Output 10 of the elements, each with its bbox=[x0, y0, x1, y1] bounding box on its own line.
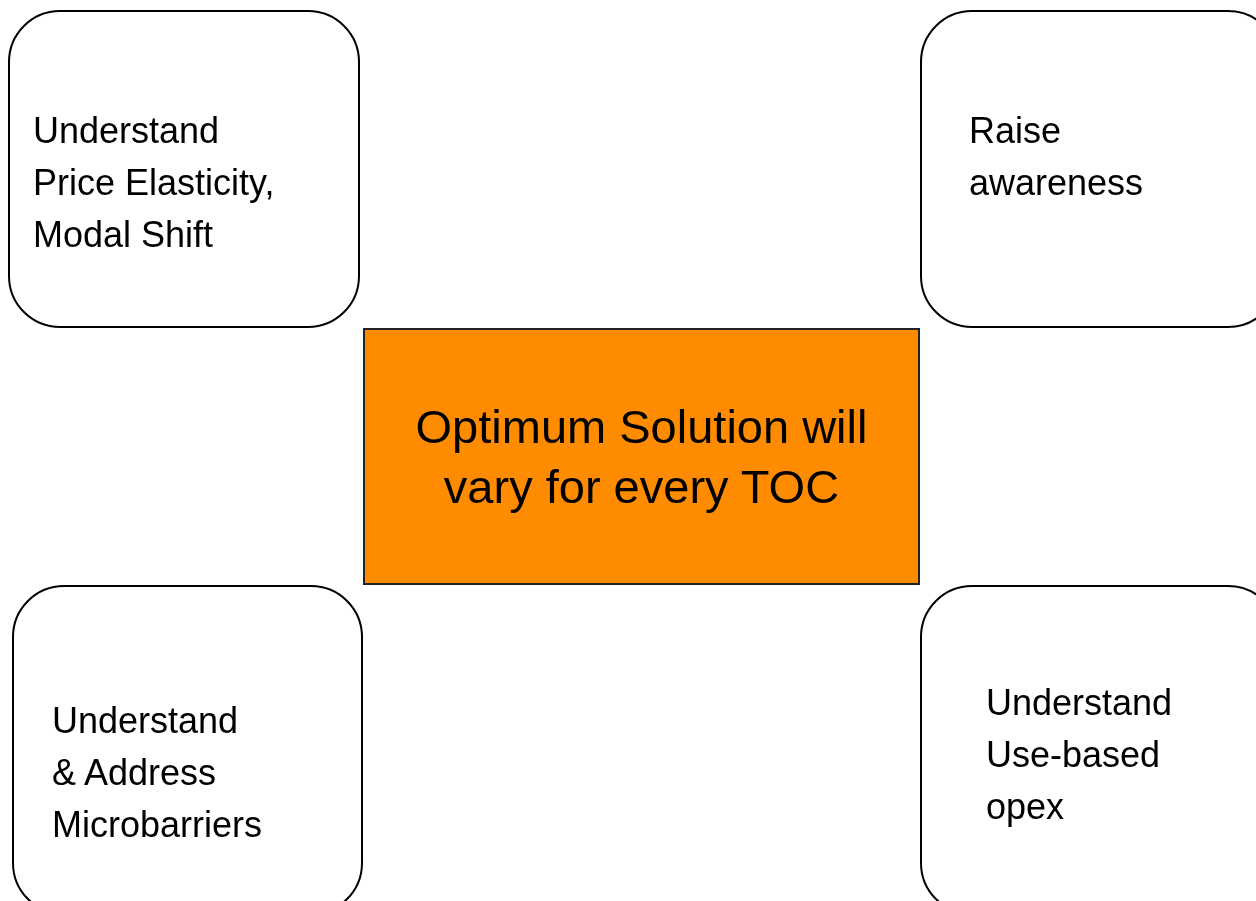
box-text: Understand Price Elasticity, Modal Shift bbox=[33, 109, 276, 257]
box-text: Understand Use-based opex bbox=[986, 681, 1174, 829]
highlight-box bbox=[363, 328, 920, 585]
rounded-box bbox=[920, 585, 1256, 901]
rounded-box bbox=[920, 10, 1256, 328]
box-text: Optimum Solution will vary for every TOC bbox=[414, 398, 869, 515]
box-text: Understand & Address Microbarriers bbox=[52, 699, 264, 847]
rounded-box bbox=[8, 10, 360, 328]
rounded-box bbox=[12, 585, 363, 901]
box-text: Raise awareness bbox=[969, 109, 1145, 205]
